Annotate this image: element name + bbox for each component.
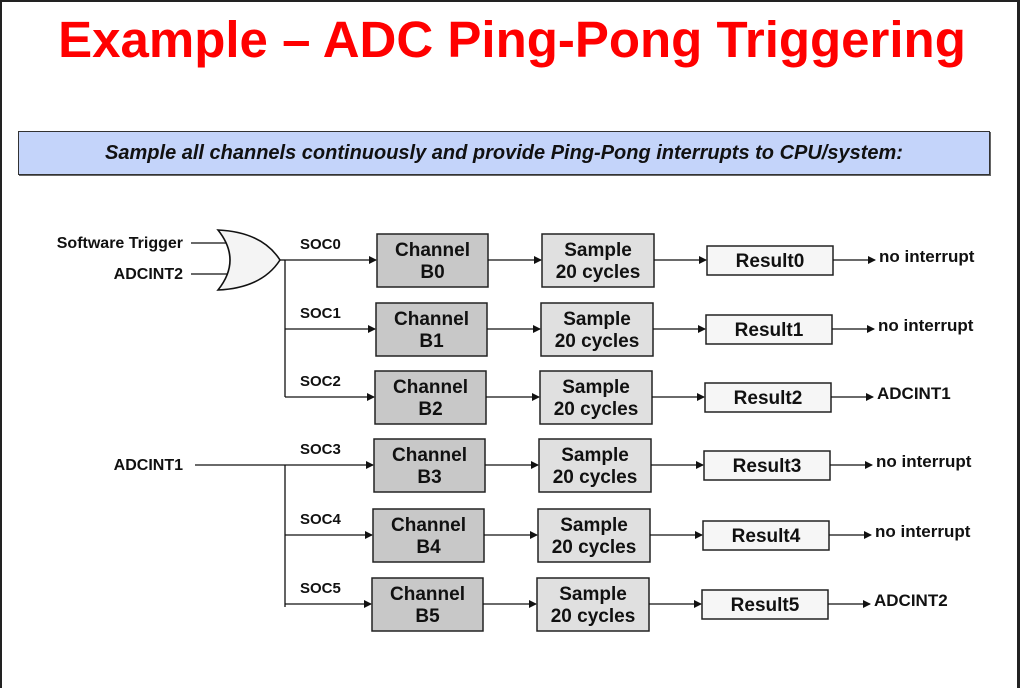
sample-cycles: 20 cycles [554, 399, 639, 420]
channel-label: Channel [393, 377, 468, 398]
sample-box [540, 302, 654, 357]
channel-box [376, 233, 489, 288]
channel-box [371, 577, 484, 632]
channel-id: B0 [420, 262, 444, 283]
sample-label: Sample [564, 240, 632, 261]
result-label: Result2 [734, 388, 803, 409]
sample-cycles: 20 cycles [556, 262, 641, 283]
result-box [702, 520, 830, 551]
channel-box [375, 302, 488, 357]
soc-label: SOC0 [300, 236, 341, 253]
result-box [704, 382, 832, 413]
sample-label: Sample [560, 515, 628, 536]
interrupt-output-label: ADCINT1 [877, 384, 951, 403]
or-gate-icon [216, 229, 281, 291]
input-adcint2: ADCINT2 [114, 266, 183, 283]
sample-box [541, 233, 655, 288]
channel-box [372, 508, 485, 563]
slide-title: Example – ADC Ping-Pong Triggering [58, 11, 966, 68]
description-banner: Sample all channels continuously and pro… [18, 131, 990, 175]
interrupt-output-label: no interrupt [878, 316, 974, 335]
result-label: Result3 [733, 456, 802, 477]
input-adcint1: ADCINT1 [114, 457, 183, 474]
result-box [706, 245, 834, 276]
channel-box [373, 438, 486, 493]
sample-label: Sample [561, 445, 629, 466]
channel-label: Channel [395, 240, 470, 261]
sample-box [537, 508, 651, 563]
channel-label: Channel [392, 445, 467, 466]
result-box [703, 450, 831, 481]
sample-box [539, 370, 653, 425]
channel-id: B2 [418, 399, 442, 420]
sample-label: Sample [563, 309, 631, 330]
sample-label: Sample [559, 584, 627, 605]
result-label: Result1 [735, 320, 804, 341]
channel-id: B3 [417, 467, 441, 488]
sample-cycles: 20 cycles [552, 537, 637, 558]
sample-cycles: 20 cycles [555, 331, 640, 352]
sample-cycles: 20 cycles [551, 606, 636, 627]
soc-label: SOC4 [300, 511, 342, 528]
sample-cycles: 20 cycles [553, 467, 638, 488]
interrupt-output-label: ADCINT2 [874, 591, 948, 610]
result-box [701, 589, 829, 620]
soc-label: SOC2 [300, 373, 341, 390]
channel-id: B1 [419, 331, 444, 352]
sample-label: Sample [562, 377, 630, 398]
interrupt-output-label: no interrupt [879, 247, 975, 266]
result-box [705, 314, 833, 345]
input-software-trigger: Software Trigger [57, 235, 183, 252]
channel-label: Channel [394, 309, 469, 330]
result-label: Result4 [732, 526, 801, 547]
soc-label: SOC5 [300, 580, 341, 597]
channel-id: B4 [416, 537, 441, 558]
channel-box [374, 370, 487, 425]
channel-id: B5 [415, 606, 440, 627]
interrupt-output-label: no interrupt [876, 452, 972, 471]
result-label: Result5 [731, 595, 800, 616]
banner-text: Sample all channels continuously and pro… [105, 141, 903, 164]
soc-label: SOC3 [300, 441, 341, 458]
result-label: Result0 [736, 251, 805, 272]
interrupt-output-label: no interrupt [875, 522, 971, 541]
channel-label: Channel [391, 515, 466, 536]
soc-label: SOC1 [300, 305, 341, 322]
channel-label: Channel [390, 584, 465, 605]
